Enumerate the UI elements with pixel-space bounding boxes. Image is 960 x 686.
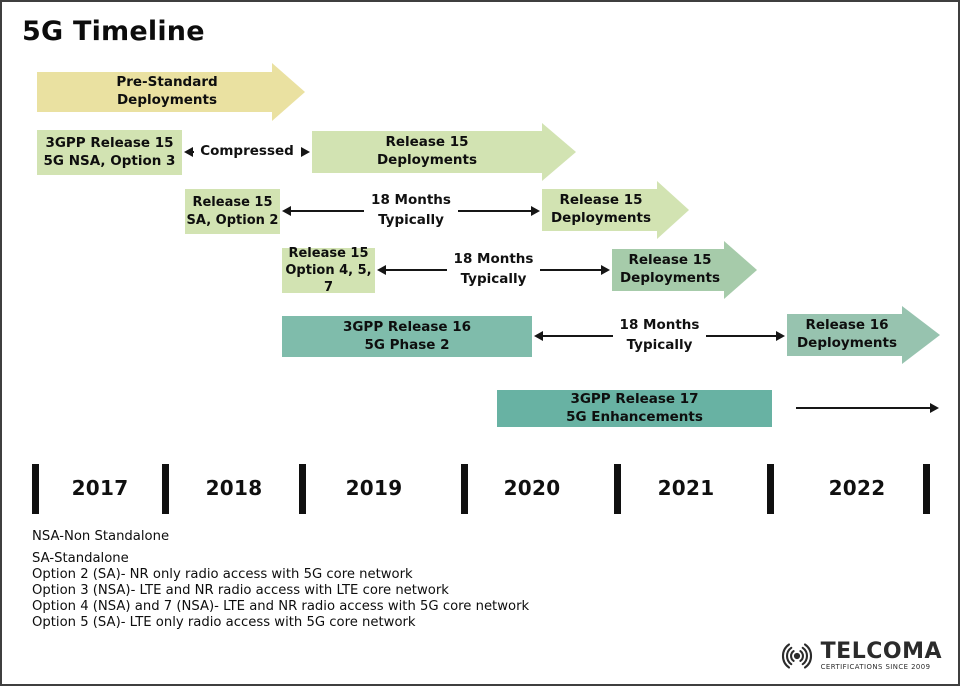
page-title: 5G Timeline xyxy=(22,16,205,47)
year-label-2021: 2021 xyxy=(657,476,715,500)
release15-nsa-deploy-label: Release 15 Deployments xyxy=(376,134,478,168)
release15-sa-deploy-label: Release 15 Deployments xyxy=(550,192,652,226)
release16-box: 3GPP Release 16 5G Phase 2 xyxy=(282,316,532,357)
compressed-connector: Compressed xyxy=(184,138,310,166)
legend-line: Option 4 (NSA) and 7 (NSA)- LTE and NR r… xyxy=(32,599,530,614)
18-months-connector-sa: 18 Months Typically xyxy=(282,189,540,233)
legend-line: NSA-Non Standalone xyxy=(32,529,170,544)
logo-name: TELCOMA xyxy=(820,638,942,664)
release15-opt457-deploy-label: Release 15 Deployments xyxy=(619,252,721,286)
18-months-label: 18 Months Typically xyxy=(619,317,700,353)
timeline-tick xyxy=(767,464,774,514)
timeline-tick xyxy=(299,464,306,514)
year-label-2020: 2020 xyxy=(503,476,561,500)
18-months-connector-r16: 18 Months Typically xyxy=(534,314,785,358)
release17-forward-arrow xyxy=(796,400,939,416)
arrow-left-icon xyxy=(534,331,543,341)
release15-sa-deploy-arrow-head-icon xyxy=(657,181,689,239)
release16-deploy-label: Release 16 Deployments xyxy=(796,317,898,351)
arrow-left-icon xyxy=(377,265,386,275)
compressed-label: Compressed xyxy=(200,143,294,160)
timeline-tick xyxy=(614,464,621,514)
pre-standard-arrow-head-icon xyxy=(272,63,305,121)
18-months-label: 18 Months Typically xyxy=(453,251,534,287)
release15-opt457-deploy-arrow-head-icon xyxy=(724,241,757,299)
radio-waves-icon xyxy=(781,643,812,669)
legend-line: Option 2 (SA)- NR only radio access with… xyxy=(32,567,413,582)
arrow-right-icon xyxy=(531,206,540,216)
legend: NSA-Non Standalone SA-Standalone Option … xyxy=(32,529,529,631)
release17-box: 3GPP Release 17 5G Enhancements xyxy=(497,390,772,427)
legend-line: Option 5 (SA)- LTE only radio access wit… xyxy=(32,615,416,630)
release15-sa-deploy-arrow-bar xyxy=(542,189,657,231)
timeline-tick xyxy=(162,464,169,514)
timeline-tick xyxy=(461,464,468,514)
18-months-label: 18 Months Typically xyxy=(371,192,451,228)
release15-sa-box: Release 15 SA, Option 2 xyxy=(185,189,280,234)
arrow-right-icon xyxy=(601,265,610,275)
release15-opt457-deploy-arrow-bar xyxy=(612,249,724,291)
year-label-2022: 2022 xyxy=(828,476,886,500)
release15-nsa-box: 3GPP Release 15 5G NSA, Option 3 xyxy=(37,130,182,175)
release16-deploy-arrow-head-icon xyxy=(902,306,940,364)
arrow-right-icon xyxy=(930,403,939,413)
timeline-tick xyxy=(32,464,39,514)
release15-nsa-deploy-arrow-head-icon xyxy=(542,123,576,181)
release15-nsa-deploy-arrow-bar xyxy=(312,131,542,173)
year-label-2018: 2018 xyxy=(205,476,263,500)
year-label-2017: 2017 xyxy=(71,476,129,500)
legend-line: SA-Standalone xyxy=(32,551,129,566)
arrow-right-icon xyxy=(776,331,785,341)
release15-opt457-box: Release 15 Option 4, 5, 7 xyxy=(282,246,375,295)
release16-deploy-arrow-bar xyxy=(787,314,902,356)
pre-standard-arrow-bar xyxy=(37,72,272,112)
logo-tagline: CERTIFICATIONS SINCE 2009 xyxy=(820,662,931,671)
arrow-left-icon xyxy=(184,147,193,157)
timeline-tick xyxy=(923,464,930,514)
18-months-connector-opt457: 18 Months Typically xyxy=(377,248,610,292)
legend-line: Option 3 (NSA)- LTE and NR radio access … xyxy=(32,583,449,598)
year-label-2019: 2019 xyxy=(345,476,403,500)
pre-standard-label: Pre-Standard Deployments xyxy=(116,74,218,108)
arrow-right-icon xyxy=(301,147,310,157)
arrow-left-icon xyxy=(282,206,291,216)
telcoma-logo: TELCOMA CERTIFICATIONS SINCE 2009 xyxy=(776,638,942,674)
